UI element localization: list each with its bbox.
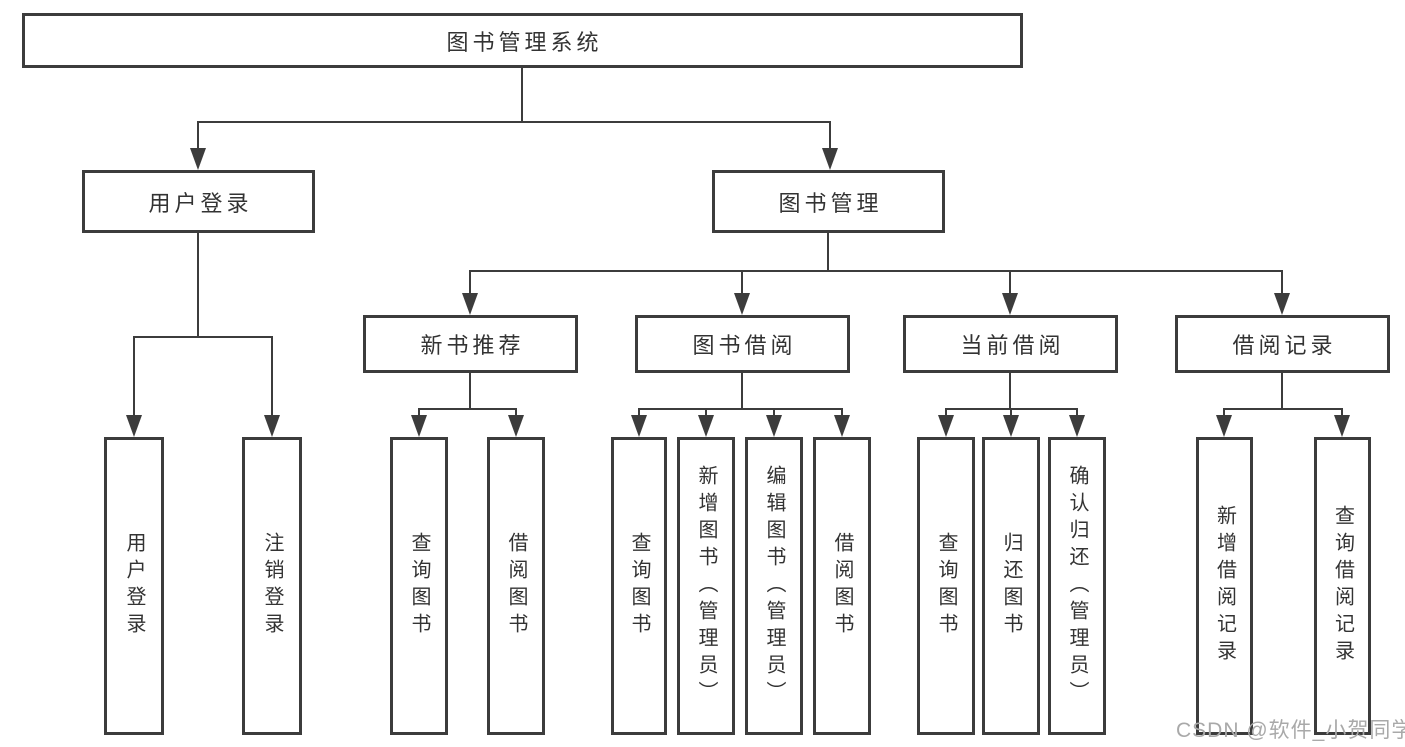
connector-book-borrow-stem [741,270,743,296]
leaf-edit-book-admin-label: 编辑图书（管理员） [763,464,785,708]
connector-leaf-add-record-stem [1223,408,1225,418]
connector-leaf-return-book-stem [1010,408,1012,418]
arrow-book-borrow [734,293,750,315]
node-library-system: 图书管理系统 [22,13,1023,68]
node-borrow-records-label: 借阅记录 [1232,333,1337,358]
leaf-return-book: 归还图书 [982,437,1040,735]
connector-user-login-stem [197,121,199,151]
node-book-management-label: 图书管理 [778,190,883,216]
leaf-borrow-book: 借阅图书 [813,437,871,735]
connector-book-borrow-bar [638,408,843,410]
csdn-watermark: CSDN @软件_小贺同学 [1176,719,1405,742]
node-book-borrow-label: 图书借阅 [692,333,797,358]
leaf-query-book-recommend: 查询图书 [390,437,448,735]
leaf-user-login: 用户登录 [104,437,164,735]
connector-leaf-borrow-book-stem [841,408,843,418]
connector-leaf-query-recommend-stem [418,408,420,418]
connector-root-stem [521,68,523,121]
connector-leaf-logout-stem [271,336,273,418]
connector-current-borrow-down [1009,373,1011,409]
leaf-logout: 注销登录 [242,437,302,735]
connector-leaf-query-current-stem [945,408,947,418]
connector-borrow-records-bar [1224,408,1343,410]
node-library-system-label: 图书管理系统 [446,29,603,55]
leaf-borrow-book-label: 借阅图书 [831,532,853,640]
leaf-query-book-borrow: 查询图书 [611,437,667,735]
arrow-leaf-query-current [938,415,954,437]
connector-current-borrow-stem [1009,270,1011,296]
leaf-add-book-admin: 新增图书（管理员） [677,437,735,735]
connector-leaf-edit-book-stem [773,408,775,418]
arrow-leaf-query-record [1334,415,1350,437]
connector-book-management-down [827,233,829,271]
leaf-return-book-label: 归还图书 [1000,532,1022,640]
leaf-borrow-book-recommend-label: 借阅图书 [505,532,527,640]
node-new-book-recommend-label: 新书推荐 [420,333,525,358]
leaf-add-borrow-record-label: 新增借阅记录 [1213,505,1236,667]
connector-root-bar [197,121,831,123]
connector-user-login-bar [133,336,273,338]
arrow-leaf-confirm-return [1069,415,1085,437]
leaf-query-borrow-record-label: 查询借阅记录 [1331,505,1354,667]
leaf-borrow-book-recommend: 借阅图书 [487,437,545,735]
connector-leaf-query-borrow-stem [638,408,640,418]
leaf-add-book-admin-label: 新增图书（管理员） [695,464,717,708]
connector-new-book-recommend-down [469,373,471,409]
arrow-leaf-query-recommend [411,415,427,437]
node-current-borrow: 当前借阅 [903,315,1118,373]
arrow-leaf-borrow-book [834,415,850,437]
leaf-query-borrow-record: 查询借阅记录 [1314,437,1371,735]
connector-borrow-records-down [1281,373,1283,409]
node-current-borrow-label: 当前借阅 [960,333,1065,358]
leaf-logout-label: 注销登录 [261,532,283,640]
node-book-management: 图书管理 [712,170,945,233]
leaf-confirm-return-admin-label: 确认归还（管理员） [1066,464,1088,708]
connector-user-login-down [197,233,199,336]
leaf-add-borrow-record: 新增借阅记录 [1196,437,1253,735]
leaf-query-book-recommend-label: 查询图书 [408,532,430,640]
arrow-borrow-records [1274,293,1290,315]
arrow-leaf-logout [264,415,280,437]
leaf-confirm-return-admin: 确认归还（管理员） [1048,437,1106,735]
arrow-current-borrow [1002,293,1018,315]
connector-book-management-bar [469,270,1283,272]
connector-leaf-user-login-stem [133,336,135,418]
connector-leaf-query-record-stem [1341,408,1343,418]
connector-leaf-confirm-return-stem [1076,408,1078,418]
connector-book-borrow-down [741,373,743,409]
connector-leaf-borrow-recommend-stem [515,408,517,418]
arrow-leaf-user-login [126,415,142,437]
leaf-query-book-current: 查询图书 [917,437,975,735]
leaf-edit-book-admin: 编辑图书（管理员） [745,437,803,735]
connector-new-book-recommend-bar [418,408,517,410]
arrow-leaf-add-book [698,415,714,437]
connector-new-book-recommend-stem [469,270,471,296]
node-user-login: 用户登录 [82,170,315,233]
node-book-borrow: 图书借阅 [635,315,850,373]
connector-book-management-stem [829,121,831,151]
arrow-leaf-borrow-recommend [508,415,524,437]
arrow-leaf-edit-book [766,415,782,437]
arrow-leaf-return-book [1003,415,1019,437]
arrow-book-management [822,148,838,170]
node-new-book-recommend: 新书推荐 [363,315,578,373]
leaf-query-book-current-label: 查询图书 [935,532,957,640]
leaf-query-book-borrow-label: 查询图书 [628,532,650,640]
arrow-leaf-query-borrow [631,415,647,437]
leaf-user-login-label: 用户登录 [123,532,145,640]
arrow-new-book-recommend [462,293,478,315]
arrow-user-login [190,148,206,170]
node-user-login-label: 用户登录 [148,190,253,216]
node-borrow-records: 借阅记录 [1175,315,1390,373]
arrow-leaf-add-record [1216,415,1232,437]
connector-borrow-records-stem [1281,270,1283,296]
connector-leaf-add-book-stem [705,408,707,418]
